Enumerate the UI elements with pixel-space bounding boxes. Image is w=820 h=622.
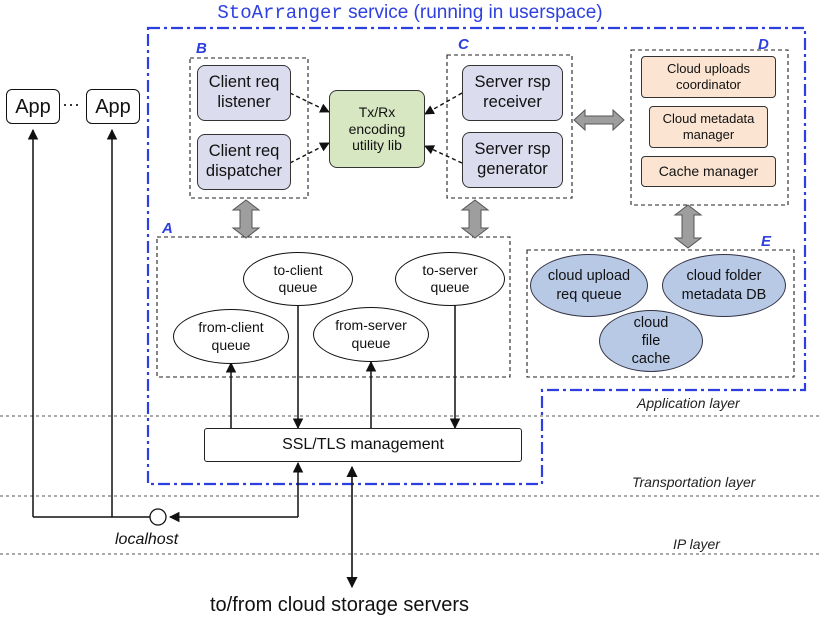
diagram-title: StoArranger service (running in userspac… [0,2,820,24]
application-layer-label: Application layer [637,395,740,411]
cloud-upload-req-queue: cloud upload req queue [530,254,648,317]
section-d-frame [630,49,789,206]
service-boundary [146,26,807,486]
block-arrow-c-d [573,108,625,132]
section-b-label: B [196,40,207,57]
block-arrow-d-e [673,204,703,249]
section-d-label: D [758,36,769,53]
to-server-queue: to-server queue [395,252,505,306]
title-mono: StoArranger [217,2,343,24]
arrow-dispatcher-lib [289,142,330,164]
arrow-receiver-lib [424,92,463,115]
localhost-node [149,508,167,526]
block-arrow-b-a [231,199,261,239]
title-rest: service (running in userspace) [342,2,603,23]
cloud-servers-label: to/from cloud storage servers [210,594,469,616]
cloud-metadata-manager: Cloud metadata manager [649,106,768,148]
server-rsp-generator: Server rsp generator [462,132,563,188]
client-req-dispatcher: Client req dispatcher [197,134,291,190]
cache-manager: Cache manager [641,156,776,187]
section-c-label: C [458,36,469,53]
arrow-listener-lib [289,92,330,113]
server-rsp-receiver: Server rsp receiver [462,65,563,121]
cloud-uploads-coordinator: Cloud uploads coordinator [641,56,776,98]
cloud-folder-metadata-db: cloud folder metadata DB [662,254,786,317]
section-e-label: E [761,233,772,250]
block-arrow-c-a [460,199,490,239]
transportation-layer-label: Transportation layer [632,474,756,490]
arrow-generator-lib [424,145,463,164]
tx-rx-encoding-lib: Tx/Rx encoding utility lib [329,90,425,168]
section-a-frame [156,236,511,378]
section-e-frame [526,249,795,378]
apps-ellipsis: ··· [62,94,80,114]
section-a-label: A [162,220,173,237]
localhost-label: localhost [115,531,179,548]
section-c-frame [446,54,573,199]
to-client-queue: to-client queue [243,252,353,306]
app-box-2: App [86,89,140,124]
client-req-listener: Client req listener [197,65,291,121]
section-b-frame [189,57,309,199]
ip-layer-label: IP layer [673,536,720,552]
cloud-file-cache: cloud file cache [599,310,703,372]
from-client-queue: from-client queue [173,309,289,364]
from-server-queue: from-server queue [313,307,429,362]
app-box-1: App [6,89,60,124]
ssl-tls-management: SSL/TLS management [204,428,522,462]
